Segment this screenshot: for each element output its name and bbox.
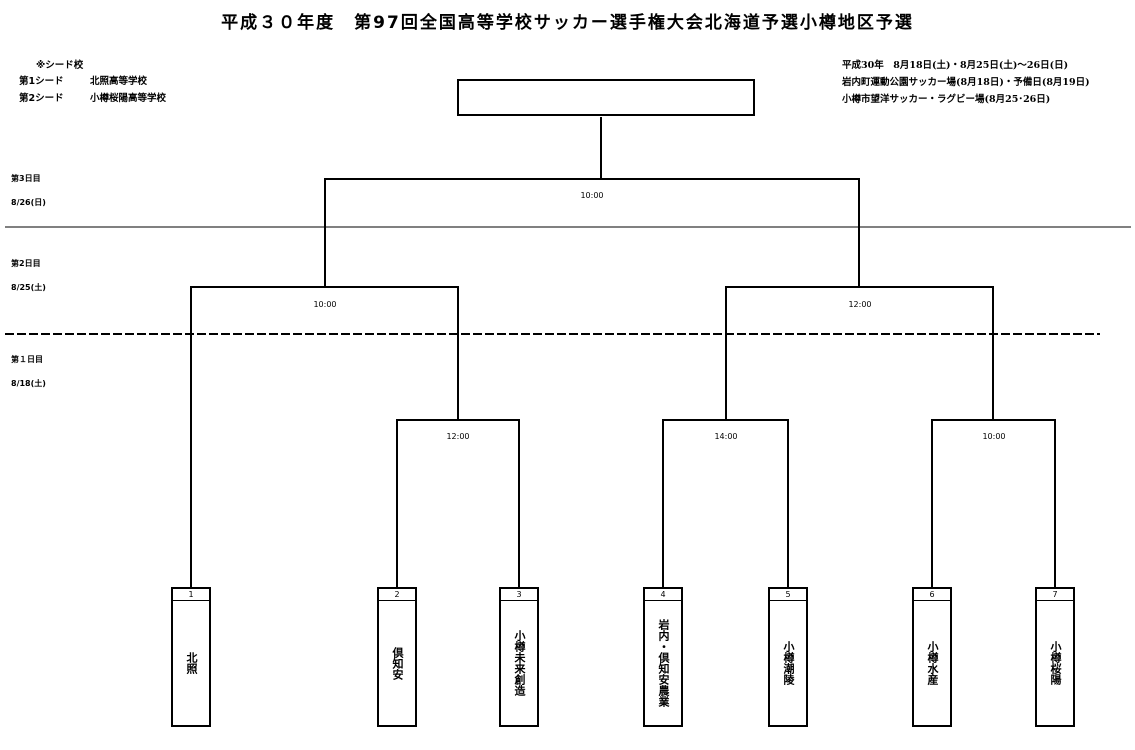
- team-box-4: 4 岩内・倶知安農業: [643, 587, 683, 727]
- time-semi-left: 10:00: [313, 300, 337, 309]
- final-match-line: [324, 178, 860, 287]
- seed-1-school: 北照高等学校: [90, 76, 148, 87]
- seed-heading: ※シード校: [36, 60, 84, 71]
- r1-b-match-line: [662, 419, 789, 587]
- day1-label: 第１日目: [11, 355, 43, 364]
- day1-date: 8/18(土): [11, 379, 46, 388]
- team-box-5: 5 小樽潮陵: [768, 587, 808, 727]
- team-name: 小樽潮陵: [782, 641, 795, 685]
- team-number: 5: [770, 589, 806, 601]
- day2-label: 第2日目: [11, 259, 41, 268]
- seed-2-school: 小樽桜陽高等学校: [90, 93, 167, 104]
- semi-right-match-line: [725, 286, 994, 420]
- semi-left-match-line: [190, 286, 459, 587]
- time-final: 10:00: [580, 191, 604, 200]
- team-name: 倶知安: [391, 646, 404, 680]
- day2-date: 8/25(土): [11, 283, 46, 292]
- r1-a-match-line: [396, 419, 520, 587]
- seed-1-label: 第1シード: [19, 76, 64, 87]
- team-box-7: 7 小樽桜陽: [1035, 587, 1075, 727]
- team-number: 4: [645, 589, 681, 601]
- team-name: 北照: [185, 652, 198, 674]
- day3-date: 8/26(日): [11, 198, 46, 207]
- seed-2-label: 第2シード: [19, 93, 64, 104]
- time-r1-a: 12:00: [446, 432, 470, 441]
- team-box-6: 6 小樽水産: [912, 587, 952, 727]
- team-name: 小樽桜陽: [1049, 641, 1062, 685]
- team-box-2: 2 倶知安: [377, 587, 417, 727]
- team-number: 7: [1037, 589, 1073, 601]
- team-name: 岩内・倶知安農業: [657, 619, 670, 707]
- day3-label: 第3日目: [11, 174, 41, 183]
- team-name: 小樽水産: [926, 641, 939, 685]
- champion-box: [457, 79, 755, 116]
- time-r1-b: 14:00: [714, 432, 738, 441]
- team-box-3: 3 小樽未来創造: [499, 587, 539, 727]
- time-r1-c: 10:00: [982, 432, 1006, 441]
- team-number: 1: [173, 589, 209, 601]
- r1-c-match-line: [931, 419, 1056, 587]
- team-number: 6: [914, 589, 950, 601]
- team-number: 2: [379, 589, 415, 601]
- tournament-title: 平成３０年度 第97回全国高等学校サッカー選手権大会北海道予選小樽地区予選: [221, 13, 914, 33]
- time-semi-right: 12:00: [848, 300, 872, 309]
- venue-line-1: 岩内町運動公園サッカー場(8月18日)・予備日(8月19日): [842, 77, 1090, 88]
- venue-line-2: 小樽市望洋サッカー・ラグビー場(8月25･26日): [842, 94, 1051, 105]
- schedule-dates: 平成30年 8月18日(土)・8月25日(土)～26日(日): [842, 60, 1069, 71]
- team-box-1: 1 北照: [171, 587, 211, 727]
- team-name: 小樽未来創造: [513, 630, 526, 696]
- team-number: 3: [501, 589, 537, 601]
